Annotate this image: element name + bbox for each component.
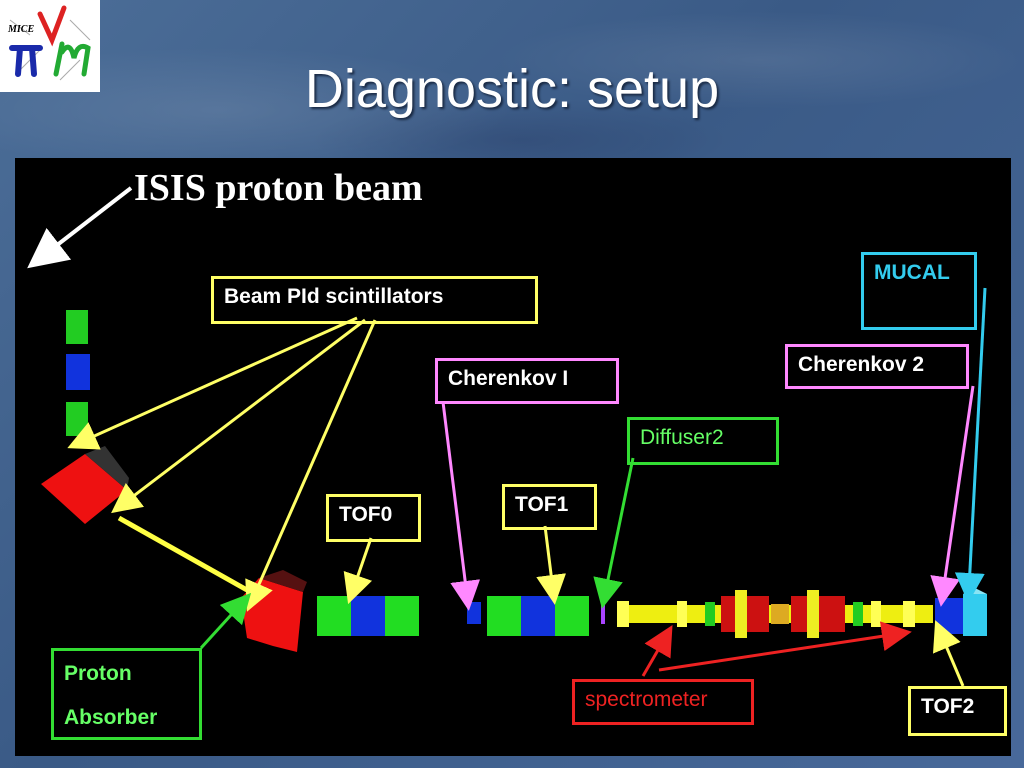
proton-absorber-label-line2: Absorber	[64, 706, 158, 729]
cherenkov2-label: Cherenkov 2	[785, 344, 969, 389]
pid-scintillator-stack	[66, 310, 90, 436]
spectrometer-label: spectrometer	[572, 679, 754, 725]
tof0-arrow	[343, 537, 373, 605]
spectrometer-channel	[617, 590, 933, 638]
isis-beam-label: ISIS proton beam	[134, 167, 423, 209]
page-title: Diagnostic: setup	[304, 59, 720, 119]
diagram-panel: ISIS proton beam Beam PId scintillators …	[15, 158, 1011, 756]
tof2-arrow	[933, 620, 965, 687]
mucal-label: MUCAL	[861, 252, 977, 330]
tof2-label: TOF2	[908, 686, 1007, 736]
cherenkov1-arrow	[441, 401, 481, 611]
tof1-detector	[487, 596, 589, 636]
tof1-label: TOF1	[502, 484, 597, 530]
mice-logo-icon: MICE	[7, 5, 91, 81]
cherenkov1-label: Cherenkov I	[435, 358, 619, 404]
beam-pid-arrow-3	[245, 319, 377, 612]
spectrometer-arrow-2	[658, 621, 912, 672]
spectrometer-arrow-1	[641, 625, 673, 677]
diffuser2-arrow	[593, 457, 635, 609]
proton-absorber-label: Proton Absorber	[51, 648, 202, 740]
diffuser2-label: Diffuser2	[627, 417, 779, 465]
proton-absorber-label-line1: Proton	[64, 662, 132, 685]
tof0-detector	[317, 596, 419, 636]
tof1-arrow	[536, 525, 567, 605]
target-block	[41, 446, 129, 524]
proton-absorber	[241, 570, 307, 652]
cherenkov1-detector	[467, 602, 481, 624]
tof2-detector	[935, 598, 963, 634]
mice-logo: MICE	[0, 0, 100, 92]
beam-pid-arrow-1	[67, 316, 358, 450]
mucal-arrow	[954, 287, 987, 603]
logo-text: MICE	[7, 24, 34, 35]
cherenkov2-arrow	[930, 385, 975, 607]
beamline-diagram	[27, 186, 987, 687]
beam-pid-arrow-2	[111, 318, 366, 514]
beam-segment	[117, 515, 249, 593]
isis-beam-arrow	[27, 186, 133, 269]
beam-pid-label: Beam PId scintillators	[211, 276, 538, 324]
diffuser2-element	[601, 604, 605, 624]
proton-absorber-arrow	[199, 592, 252, 650]
tof0-label: TOF0	[326, 494, 421, 542]
mucal-detector	[963, 588, 987, 636]
